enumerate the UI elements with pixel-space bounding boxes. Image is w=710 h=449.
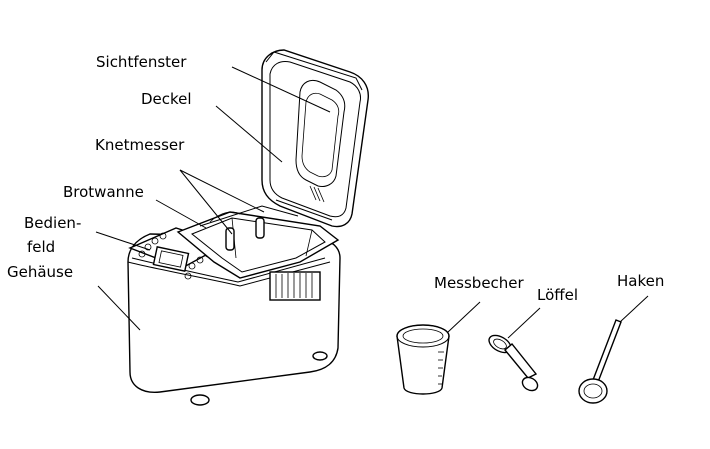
- label-gehaeuse: Gehäuse: [7, 263, 74, 281]
- leader-bedienfeld: [95, 231, 151, 251]
- leader-sichtfenster: [231, 66, 331, 113]
- leader-knetmesser-b: [179, 169, 233, 235]
- leader-gehaeuse: [97, 285, 141, 331]
- leader-loeffel: [507, 307, 541, 339]
- label-bedienfeld-line2: feld: [27, 238, 56, 256]
- label-sichtfenster: Sichtfenster: [96, 53, 187, 71]
- label-bedienfeld-line1: Bedien-: [24, 214, 82, 232]
- leader-haken: [619, 295, 649, 323]
- spoon-illustration: [488, 334, 539, 392]
- measuring-cup-illustration: [396, 324, 450, 395]
- hook-illustration: [578, 319, 622, 404]
- label-haken: Haken: [617, 272, 665, 290]
- label-deckel: Deckel: [141, 90, 192, 108]
- lid-illustration: [261, 49, 369, 228]
- label-brotwanne: Brotwanne: [63, 183, 144, 201]
- label-messbecher: Messbecher: [434, 274, 524, 292]
- leader-messbecher: [447, 301, 481, 333]
- leader-knetmesser-a: [179, 169, 265, 213]
- leader-brotwanne: [155, 199, 207, 229]
- leader-deckel: [215, 105, 283, 163]
- leader-lines: [95, 66, 649, 339]
- label-loeffel: Löffel: [537, 286, 579, 304]
- bread-maker-illustration: [127, 205, 341, 406]
- label-knetmesser: Knetmesser: [95, 136, 185, 154]
